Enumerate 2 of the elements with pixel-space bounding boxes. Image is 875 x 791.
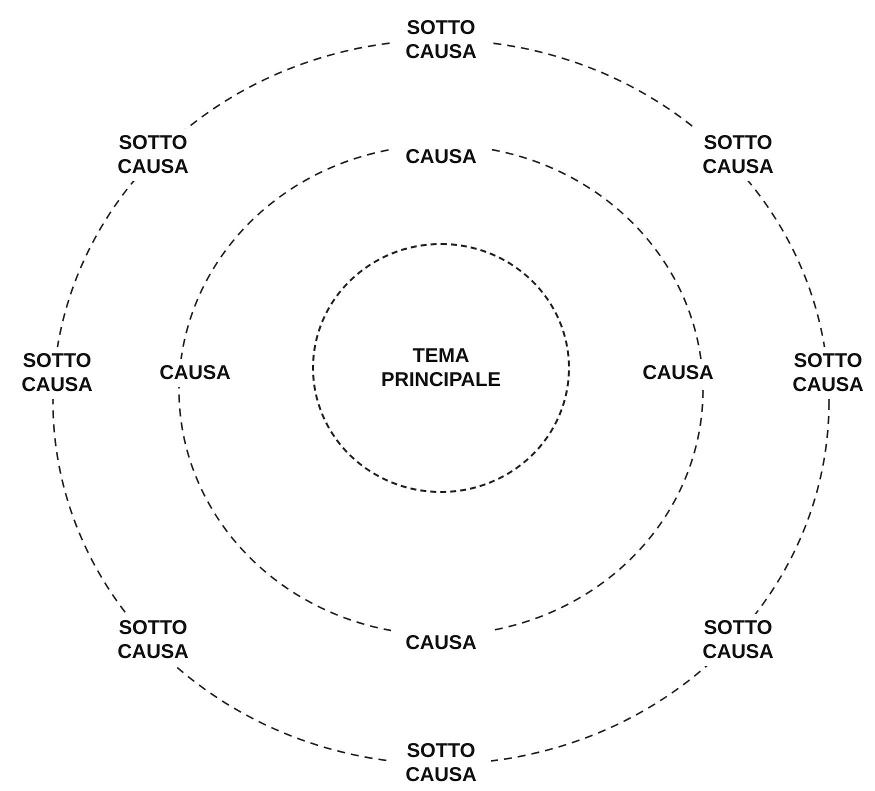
- topic-label: TEMA PRINCIPALE: [380, 344, 502, 392]
- topic-circle: [312, 243, 570, 493]
